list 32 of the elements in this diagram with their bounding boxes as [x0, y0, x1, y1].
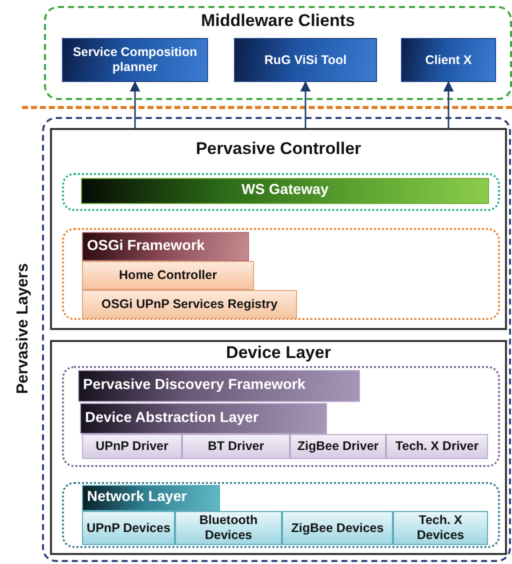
service-box: OSGi UPnP Services Registry [82, 290, 297, 319]
client-box: Client X [401, 38, 496, 82]
gateway-bar: WS Gateway [81, 178, 489, 204]
driver-box: Tech. X Driver [386, 434, 488, 459]
layer-panel [50, 128, 507, 330]
dotted-group [62, 173, 500, 211]
arrow [443, 80, 454, 128]
driver-box: UPnP Driver [82, 434, 182, 459]
framework-bar: Device Abstraction Layer [80, 403, 327, 434]
device-box: ZigBee Devices [282, 511, 393, 545]
dotted-group [62, 228, 500, 320]
network-bar: Network Layer [82, 485, 220, 511]
client-group [44, 6, 512, 100]
framework-bar: Pervasive Discovery Framework [78, 370, 360, 402]
driver-box: BT Driver [182, 434, 290, 459]
driver-box: ZigBee Driver [290, 434, 386, 459]
group-title: Middleware Clients [200, 11, 356, 32]
arrow [130, 80, 140, 128]
group-title: Pervasive Controller [194, 139, 362, 160]
service-box: Home Controller [82, 261, 254, 290]
group-title: Pervasive Layers [13, 262, 32, 396]
dotted-group [62, 366, 500, 467]
client-box: Service Composition planner [62, 38, 208, 82]
arrow [300, 80, 311, 128]
layer-panel [50, 340, 507, 555]
device-box: UPnP Devices [82, 511, 175, 545]
framework-bar: OSGi Framework [82, 232, 249, 261]
dotted-group [62, 482, 500, 548]
group-title: Device Layer [225, 343, 332, 364]
device-box: Bluetooth Devices [175, 511, 282, 545]
client-box: RuG ViSi Tool [234, 38, 377, 82]
device-box: Tech. X Devices [393, 511, 488, 545]
